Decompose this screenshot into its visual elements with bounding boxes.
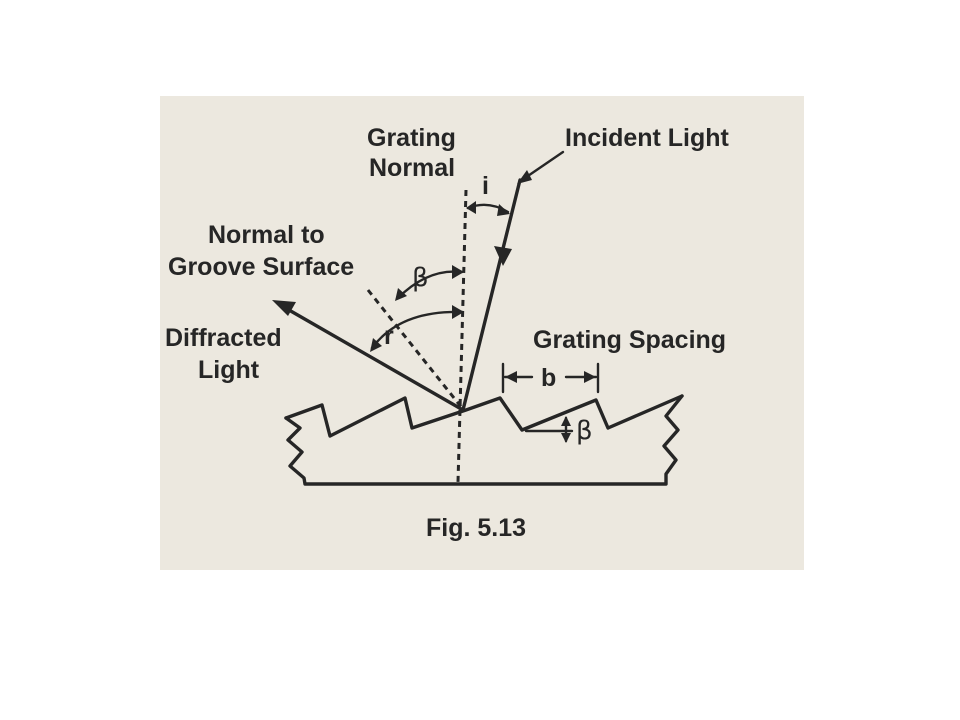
grating-normal-line: [456, 189, 468, 483]
label-normal-to-groove-2: Groove Surface: [168, 253, 354, 281]
grating-profile: [284, 394, 684, 486]
groove-blaze-angle: [524, 416, 574, 443]
label-incident-light: Incident Light: [565, 124, 730, 152]
angle-beta-arc: [395, 265, 464, 301]
incident-label-pointer: [517, 150, 565, 184]
angle-r-label: r: [384, 322, 394, 350]
spacing-b-label: b: [541, 364, 556, 392]
angle-i-label: i: [482, 172, 489, 200]
label-normal-to-groove-1: Normal to: [208, 221, 325, 249]
grating-spacing-dimension: [501, 362, 600, 394]
label-diffracted-light-1: Diffracted: [165, 324, 282, 352]
figure-caption: Fig. 5.13: [426, 514, 526, 542]
incident-light-ray: [461, 178, 522, 412]
label-grating-spacing: Grating Spacing: [533, 326, 726, 354]
diffracted-light-ray: [272, 300, 465, 412]
angle-i-arc: [466, 201, 510, 216]
groove-beta-label: β: [576, 416, 593, 446]
angle-beta-label: β: [412, 263, 429, 293]
angle-r-arc: [370, 305, 464, 352]
groove-normal-line: [366, 289, 464, 409]
label-grating-normal-2: Normal: [369, 154, 455, 182]
label-grating-normal-1: Grating: [367, 124, 456, 152]
label-diffracted-light-2: Light: [198, 356, 260, 384]
